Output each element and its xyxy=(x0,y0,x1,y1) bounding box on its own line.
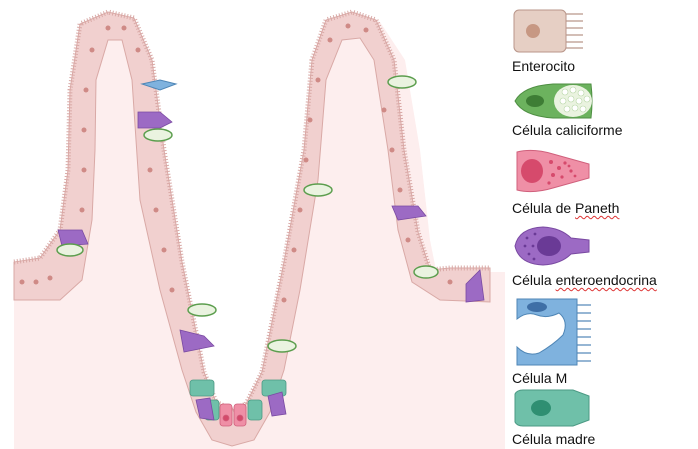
legend-label-stem-cell: Célula madre xyxy=(512,431,595,447)
m-cell-icon xyxy=(513,295,595,369)
legend-label-m-cell: Célula M xyxy=(512,370,567,386)
enterocyte-icon xyxy=(513,8,589,54)
legend-label-enteroendocrine: Célula enteroendocrina xyxy=(512,272,657,288)
legend-label-enterocyte: Enterocito xyxy=(512,58,575,74)
stem-cell-icon xyxy=(513,388,591,428)
cell-type-legend: Enterocito Célula caliciforme Célula de … xyxy=(505,0,698,449)
intestinal-epithelium-diagram xyxy=(0,0,505,449)
enteroendocrine-cell-icon xyxy=(513,224,593,268)
legend-label-paneth: Célula de Paneth xyxy=(512,200,619,216)
legend-label-goblet: Célula caliciforme xyxy=(512,122,622,138)
paneth-cell-icon xyxy=(513,146,593,196)
goblet-cell-icon xyxy=(513,80,595,122)
